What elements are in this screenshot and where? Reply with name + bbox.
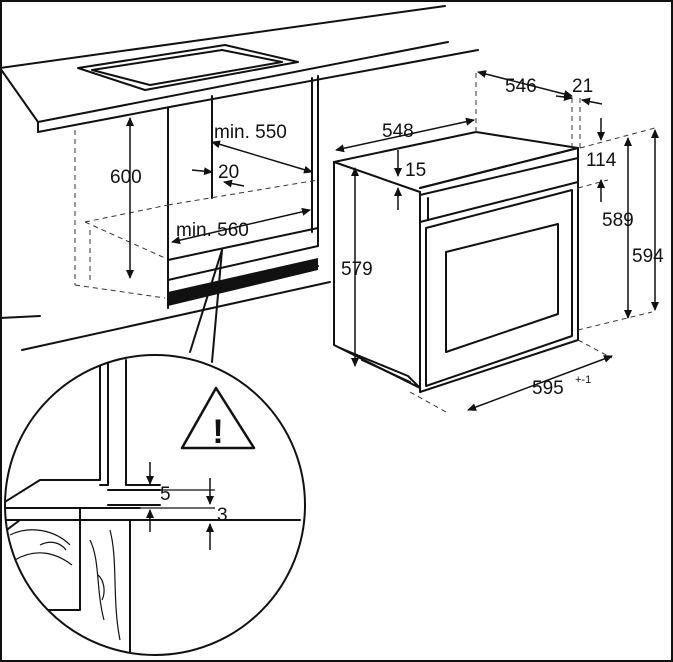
dim-min-560: min. 560: [176, 220, 249, 241]
cabinet: [0, 75, 331, 351]
worktop: [0, 5, 479, 133]
dim-20: 20: [218, 162, 239, 183]
dim-546: 546: [505, 76, 537, 97]
dim-589: 589: [602, 210, 634, 231]
dim-21: 21: [572, 76, 593, 97]
dim-594: 594: [632, 246, 664, 267]
detail-dim-5: 5: [160, 484, 171, 505]
dim-15: 15: [405, 160, 426, 181]
detail-circle: 5 3: [4, 354, 306, 656]
dim-114: 114: [586, 150, 617, 171]
warning-symbol: !: [212, 413, 223, 451]
plinth-gap: [168, 258, 318, 306]
detail-dim-3: 3: [217, 505, 228, 526]
dim-595-tolerance: +-1: [575, 374, 591, 386]
oven-dimensions: 546 21 548 15 114 579 589 594 595 +-1: [335, 70, 664, 411]
oven: [333, 70, 656, 413]
dim-548: 548: [382, 121, 414, 142]
dim-600: 600: [110, 167, 142, 188]
warning-icon: !: [180, 386, 256, 451]
cabinet-dimensions: 600 min. 550 20 min. 560: [110, 117, 313, 279]
hob: [77, 44, 299, 91]
dim-min-550: min. 550: [214, 122, 287, 143]
dim-595: 595: [532, 378, 564, 399]
dim-579: 579: [341, 259, 373, 280]
detail-callout-leader: [189, 249, 223, 363]
